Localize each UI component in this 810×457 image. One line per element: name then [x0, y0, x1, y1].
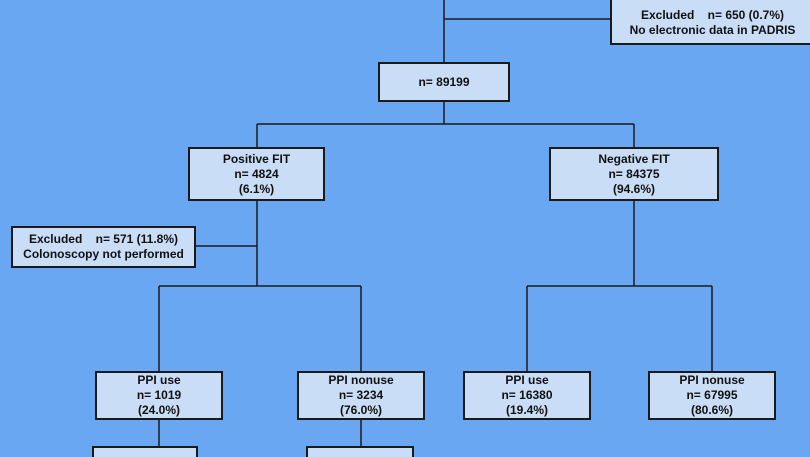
neg-ppi-nonuse-percent: (80.6%) — [690, 403, 734, 417]
total-label: n= 89199 — [418, 74, 470, 89]
negative-fit-percent: (94.6%) — [612, 181, 656, 196]
pos-ppi-use-count: n= 1019 — [136, 388, 182, 402]
positive-ppi-use-box: PPI use n= 1019 (24.0%) — [95, 371, 223, 420]
pos-ppi-nonuse-count: n= 3234 — [338, 388, 384, 402]
positive-fit-box: Positive FIT n= 4824 (6.1%) — [188, 147, 325, 201]
positive-fit-percent: (6.1%) — [238, 181, 275, 196]
pos-ppi-use-title: PPI use — [137, 373, 181, 387]
negative-fit-count: n= 84375 — [608, 166, 660, 181]
neg-ppi-nonuse-title: PPI nonuse — [679, 373, 745, 387]
excluded-colonoscopy-box: Excluded n= 571 (11.8%) Colonoscopy not … — [11, 226, 196, 268]
total-box: n= 89199 — [378, 62, 510, 102]
excluded-top-line2: No electronic data in PADRIS — [629, 22, 796, 37]
pos-ppi-use-percent: (24.0%) — [137, 403, 181, 417]
pos-ppi-nonuse-title: PPI nonuse — [328, 373, 394, 387]
neg-ppi-nonuse-count: n= 67995 — [686, 388, 738, 402]
negative-ppi-use-box: PPI use n= 16380 (19.4%) — [463, 371, 591, 420]
excluded-colonoscopy-line2: Colonoscopy not performed — [23, 247, 184, 261]
excluded-top-line1: Excluded n= 650 (0.7%) — [640, 7, 785, 22]
pos-ppi-nonuse-percent: (76.0%) — [339, 403, 383, 417]
neg-ppi-use-percent: (19.4%) — [505, 403, 549, 417]
negative-fit-box: Negative FIT n= 84375 (94.6%) — [549, 147, 719, 201]
excluded-no-electronic-data-box: Excluded n= 650 (0.7%) No electronic dat… — [610, 0, 810, 45]
positive-ppi-nonuse-box: PPI nonuse n= 3234 (76.0%) — [297, 371, 425, 420]
positive-fit-count: n= 4824 — [234, 166, 279, 181]
excluded-colonoscopy-line1: Excluded n= 571 (11.8%) — [28, 232, 179, 246]
negative-fit-title: Negative FIT — [598, 151, 670, 166]
neg-ppi-use-title: PPI use — [505, 373, 549, 387]
positive-fit-title: Positive FIT — [222, 151, 291, 166]
next-box-left — [92, 446, 198, 457]
next-box-right — [306, 446, 414, 457]
negative-ppi-nonuse-box: PPI nonuse n= 67995 (80.6%) — [648, 371, 776, 420]
neg-ppi-use-count: n= 16380 — [501, 388, 553, 402]
